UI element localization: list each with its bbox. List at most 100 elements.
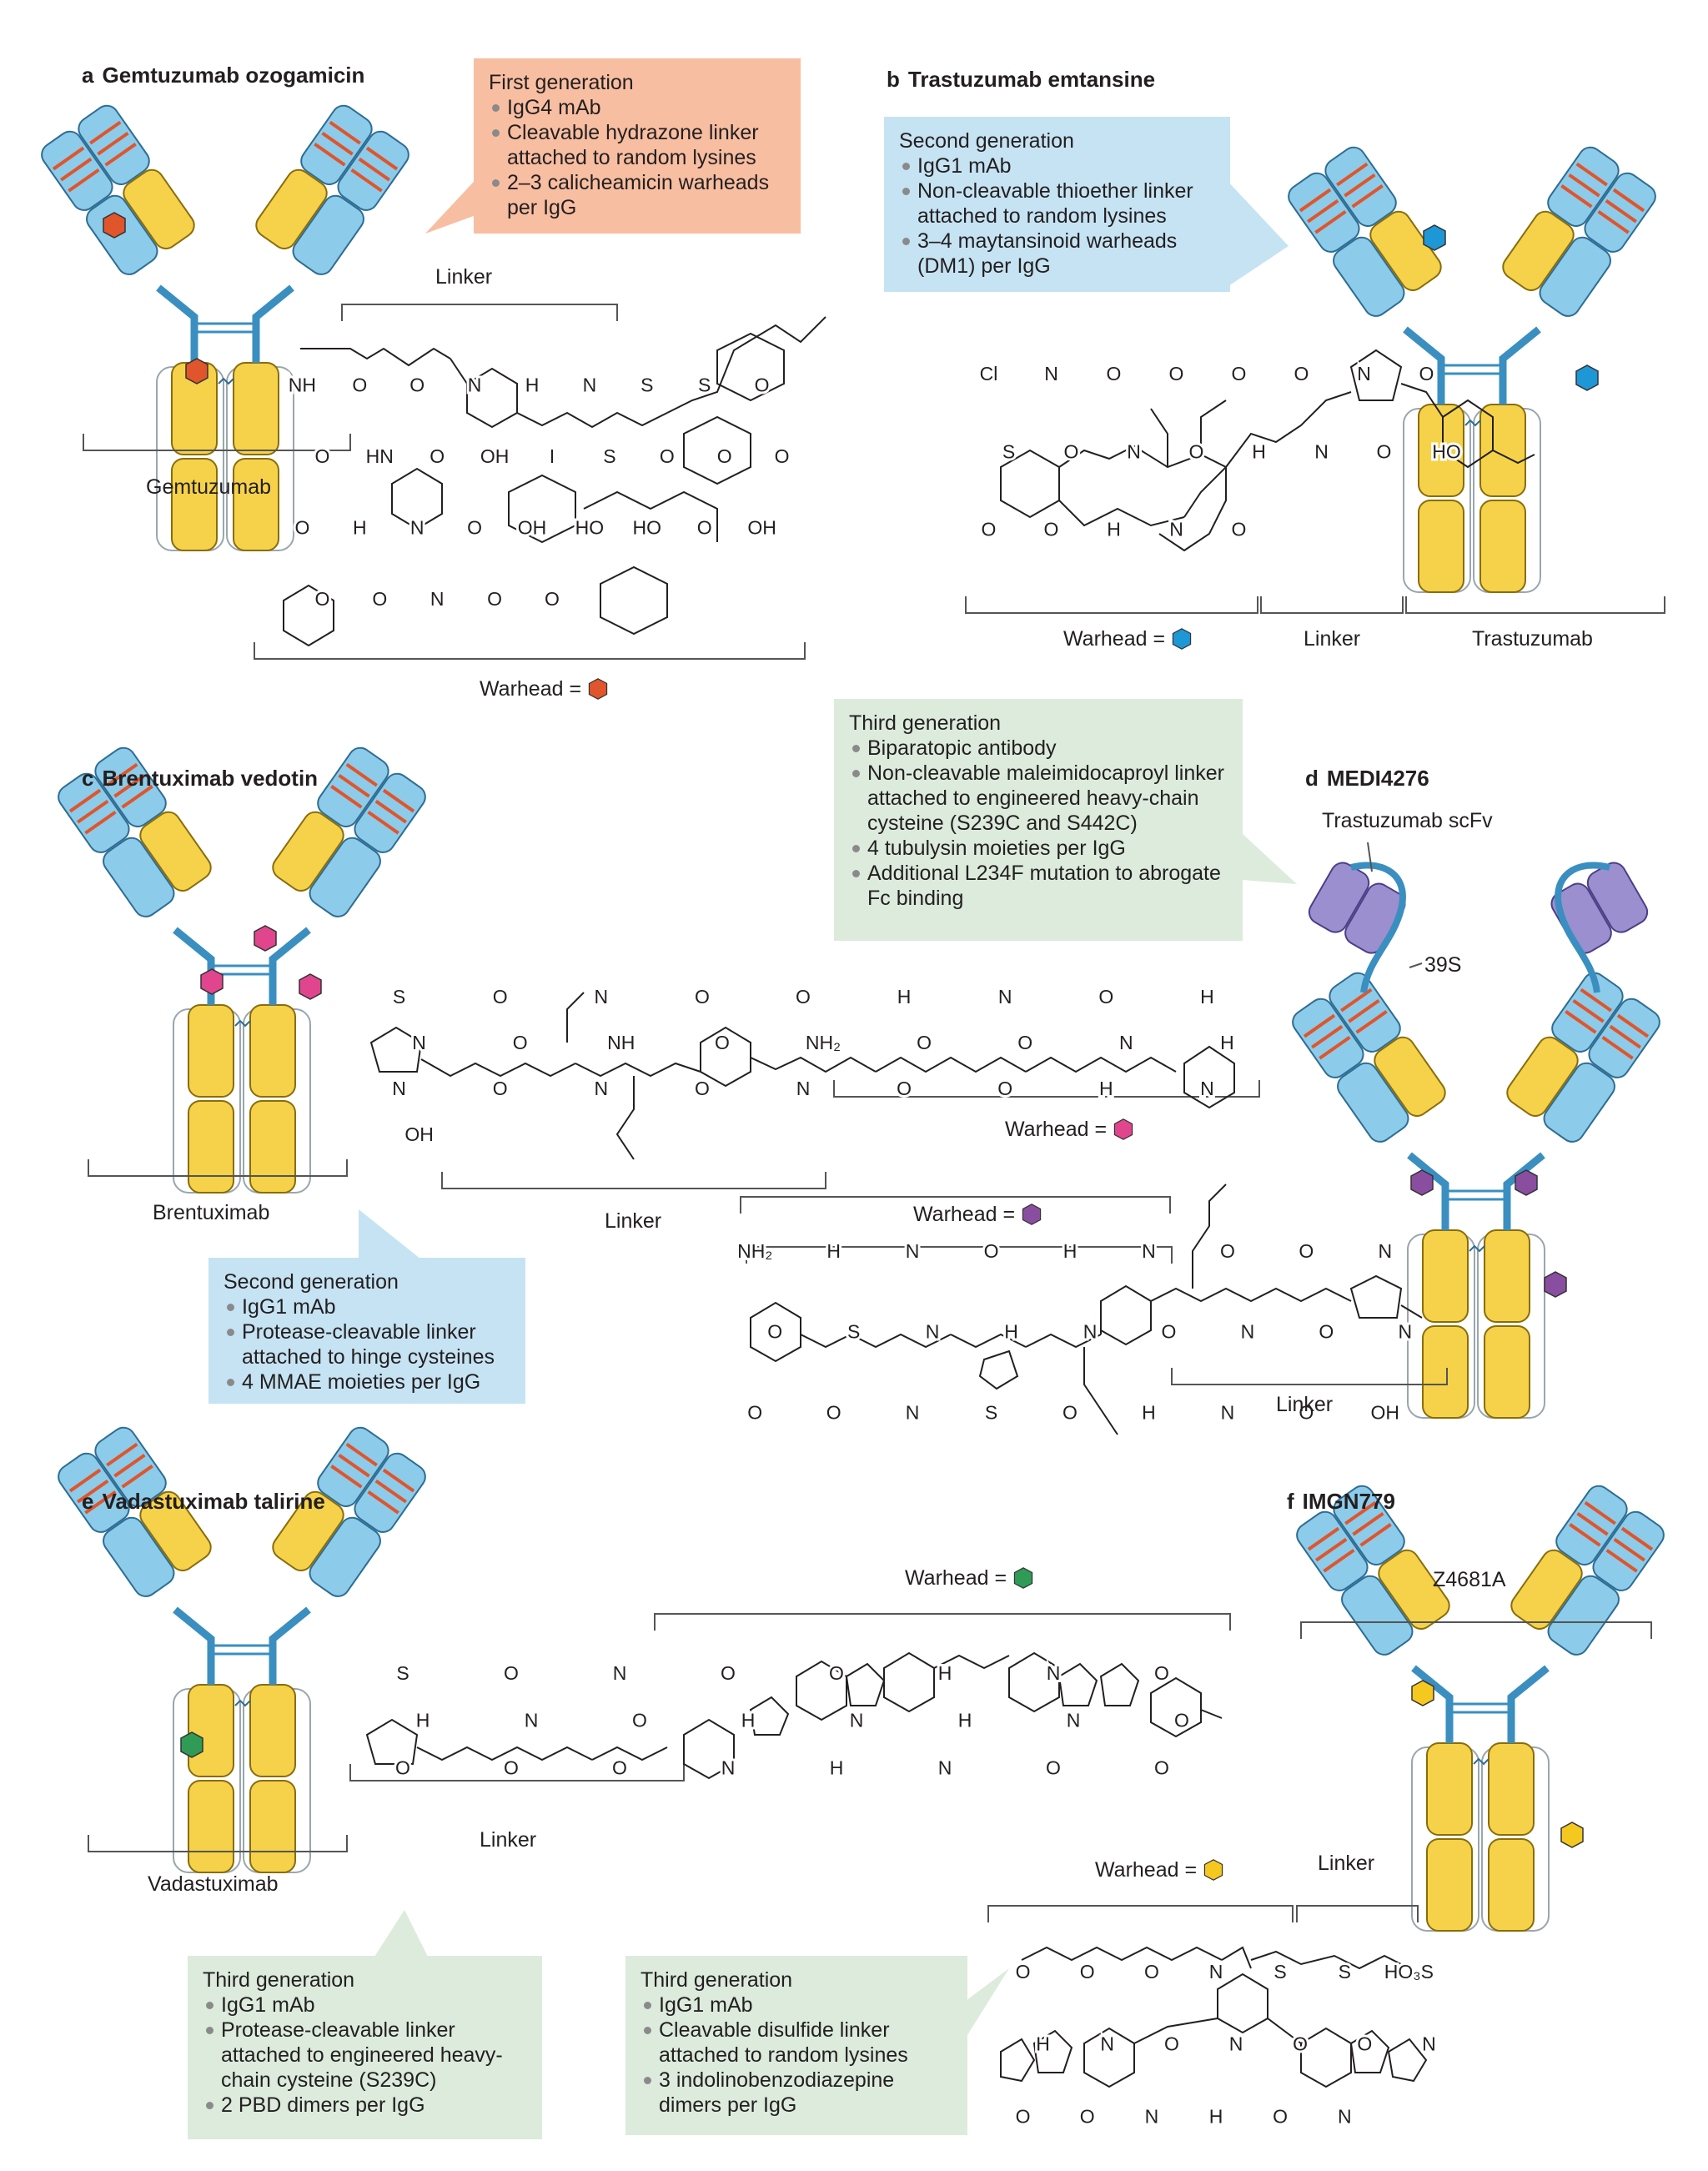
atom-label: NH₂ xyxy=(737,1240,772,1262)
atom-label: OH xyxy=(1371,1401,1400,1423)
panel-d-antibody xyxy=(1289,968,1665,1418)
atom-label: O xyxy=(1319,1321,1334,1343)
atom-label: O xyxy=(1232,519,1247,540)
atom-label: N xyxy=(392,1078,406,1099)
atom-label: O xyxy=(1044,519,1059,540)
atom-label: O xyxy=(1144,1961,1159,1983)
atom-label: O xyxy=(372,588,387,610)
callout-heading: Second generation xyxy=(899,129,1074,153)
atom-label: O xyxy=(1017,1032,1032,1053)
atom-label: O xyxy=(487,588,502,610)
antibody-label: Trastuzumab xyxy=(1472,627,1593,651)
atom-label: N xyxy=(796,1078,811,1099)
atom-label: N xyxy=(1200,1078,1214,1099)
atom-label: O xyxy=(504,1756,519,1778)
atom-label: N xyxy=(583,374,597,395)
linker-label: Linker xyxy=(1276,1393,1334,1416)
atom-label: O xyxy=(1357,2033,1372,2055)
atom-label: H xyxy=(741,1710,756,1731)
antibody-label: Gemtuzumab xyxy=(146,475,272,499)
atom-label: O xyxy=(467,516,482,538)
scfv-right xyxy=(1550,862,1649,954)
atom-label: O xyxy=(294,516,309,538)
atom-label: O xyxy=(1299,1240,1314,1262)
panel-f-callout: Third generation IgG1 mAb Cleavable disu… xyxy=(625,1956,967,2135)
atom-label: O xyxy=(1046,1756,1061,1778)
callout-heading: First generation xyxy=(489,71,634,94)
atom-label: O xyxy=(1273,2105,1288,2127)
atom-label: N xyxy=(1044,363,1058,384)
atom-label: O xyxy=(1377,440,1392,462)
warhead-label: Warhead = xyxy=(1005,1118,1134,1142)
atom-label: N xyxy=(1422,2033,1436,2055)
atom-label: O xyxy=(997,1078,1012,1099)
atom-label: H xyxy=(1036,2033,1050,2055)
atom-label: H xyxy=(826,1240,841,1262)
atom-label: O xyxy=(747,1401,762,1423)
atom-label: HO xyxy=(575,516,605,538)
atom-label: O xyxy=(1419,363,1434,384)
warhead-label: Warhead = xyxy=(913,1203,1042,1227)
atom-label: O xyxy=(314,588,329,610)
atom-label: S xyxy=(1339,1961,1351,1983)
atom-label: N xyxy=(410,516,424,538)
atom-label: O xyxy=(493,1078,508,1099)
atom-label: O xyxy=(715,1032,730,1053)
atom-label: O xyxy=(395,1756,410,1778)
atom-label: O xyxy=(314,445,329,467)
atom-label: OH xyxy=(747,516,776,538)
atom-label: S xyxy=(698,374,711,395)
atom-label: O xyxy=(897,1078,912,1099)
atom-label: N xyxy=(1142,1240,1156,1262)
atom-label: O xyxy=(1107,363,1122,384)
warhead-marker-icon xyxy=(185,358,208,384)
atom-label: S xyxy=(603,445,615,467)
atom-label: O xyxy=(796,986,811,1008)
atom-label: N xyxy=(906,1240,920,1262)
antibody-label: Brentuximab xyxy=(153,1201,270,1224)
atom-label: O xyxy=(1294,363,1309,384)
atom-label: N xyxy=(938,1756,952,1778)
callout-item: 3 indolinobenzodiazepine dimers per IgG xyxy=(640,2068,952,2118)
antibody-label: Vadastuximab xyxy=(148,1872,279,1896)
atom-label: HO xyxy=(633,516,662,538)
atom-label: H xyxy=(938,1662,952,1684)
atom-label: O xyxy=(917,1032,932,1053)
linker-label: Linker xyxy=(1318,1852,1375,1875)
linker-label: Linker xyxy=(435,265,493,289)
atom-label: N xyxy=(1398,1321,1412,1343)
atom-label: O xyxy=(493,986,508,1008)
atom-label: N xyxy=(1229,2033,1243,2055)
warhead-marker-icon xyxy=(200,968,224,995)
atom-label: O xyxy=(721,1662,736,1684)
atom-label: O xyxy=(1174,1710,1189,1731)
atom-label: N xyxy=(1083,1321,1098,1343)
panel-b-antibody xyxy=(1284,143,1660,592)
atom-label: N xyxy=(1145,2105,1159,2127)
atom-label: NH xyxy=(289,374,316,395)
atom-label: O xyxy=(767,1321,782,1343)
warhead-marker-icon xyxy=(1410,1169,1434,1196)
panel-b-callout: Second generation IgG1 mAb Non-cleavable… xyxy=(884,117,1230,292)
panel-c-callout: Second generation IgG1 mAb Protease-clea… xyxy=(208,1258,525,1404)
atom-label: N xyxy=(468,374,482,395)
pink-hexagon-icon xyxy=(1113,1118,1133,1140)
yellow-hexagon-icon xyxy=(1203,1859,1223,1881)
atom-label: O xyxy=(1098,986,1113,1008)
atom-label: O xyxy=(1293,2033,1308,2055)
atom-label: O xyxy=(1232,363,1247,384)
warhead-label: Warhead = xyxy=(1063,627,1193,651)
warhead-label: Warhead = xyxy=(905,1566,1034,1591)
callout-item: IgG1 mAb xyxy=(899,153,1215,178)
atom-label: N xyxy=(1314,440,1329,462)
linker-label: Linker xyxy=(1304,627,1361,651)
